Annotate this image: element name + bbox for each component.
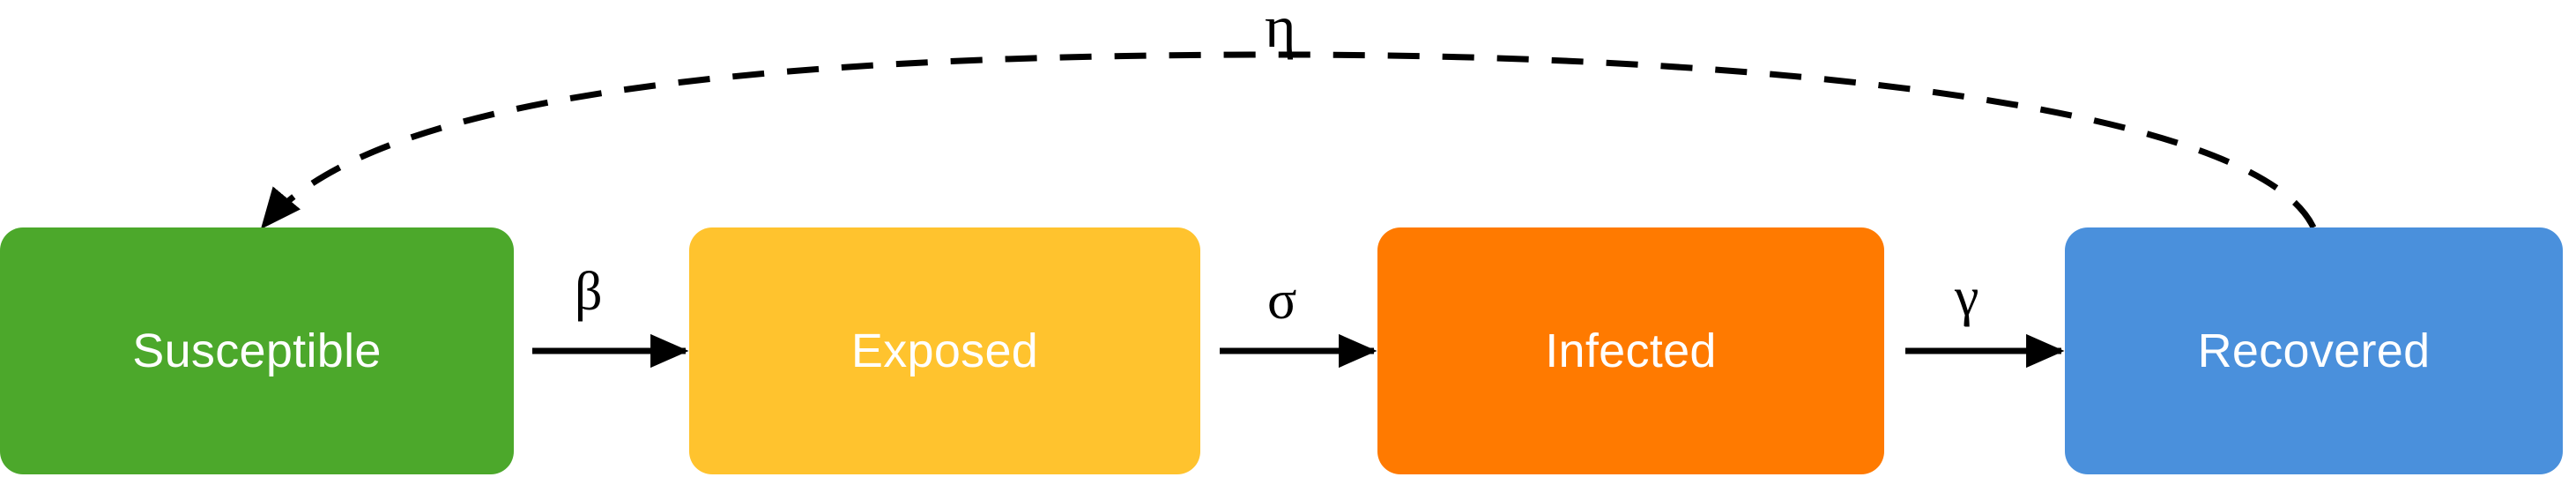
- transition-arrow-eta: [260, 51, 2317, 229]
- compartment-recovered[interactable]: Recovered: [2065, 227, 2563, 474]
- rate-label-sigma: σ: [1267, 271, 1297, 331]
- rate-label-beta: β: [575, 262, 603, 322]
- compartment-label-susceptible: Susceptible: [132, 324, 382, 377]
- compartment-infected[interactable]: Infected: [1377, 227, 1884, 474]
- rate-label-eta: η: [1265, 0, 1296, 60]
- rate-label-gamma: γ: [1955, 267, 1979, 327]
- compartment-exposed[interactable]: Exposed: [689, 227, 1200, 474]
- compartment-label-exposed: Exposed: [850, 324, 1039, 377]
- compartment-label-recovered: Recovered: [2197, 324, 2431, 377]
- compartment-susceptible[interactable]: Susceptible: [0, 227, 514, 474]
- compartment-label-infected: Infected: [1545, 324, 1717, 377]
